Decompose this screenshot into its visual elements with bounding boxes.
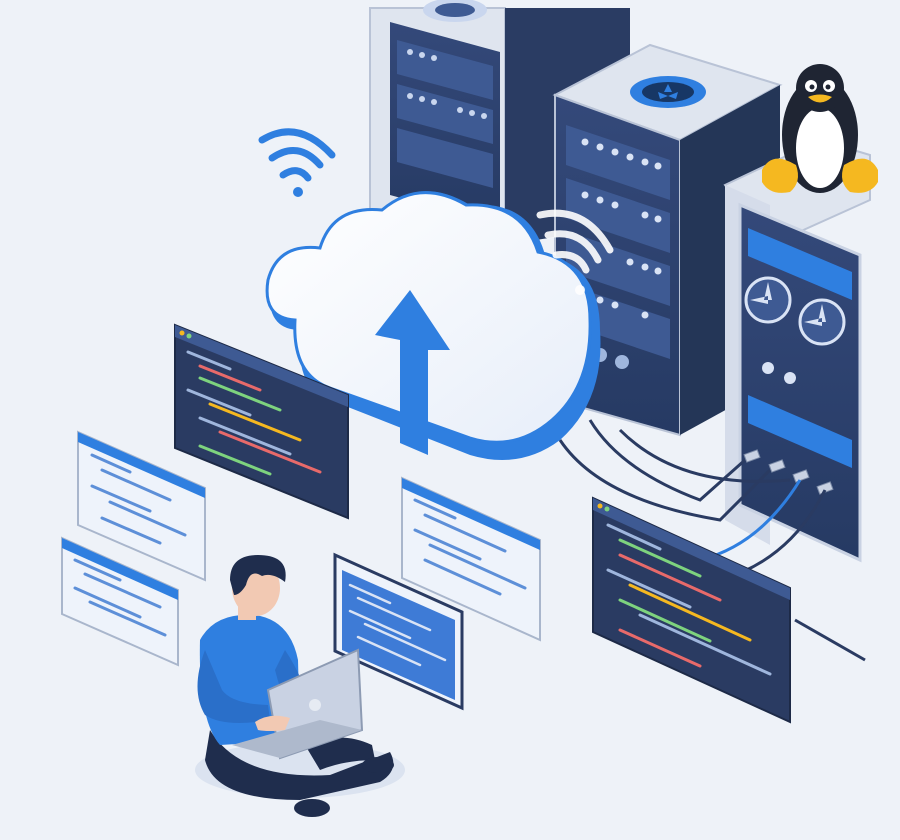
linux-penguin-icon: [762, 64, 878, 193]
cloud-upload-icon: [265, 191, 601, 460]
code-window-light: [401, 476, 541, 642]
code-window-light: [61, 536, 179, 667]
code-window-light: [77, 430, 206, 582]
code-window-dark: [592, 496, 791, 724]
wifi-icon: [536, 209, 614, 295]
wifi-icon: [258, 128, 336, 197]
server-fan-icon: [744, 276, 846, 346]
server-rack-right: [723, 138, 871, 563]
code-window-blue: [333, 552, 464, 711]
person-with-laptop: [195, 555, 405, 817]
code-window-dark: [174, 323, 349, 520]
server-fan-icon: [423, 0, 487, 22]
server-fan-icon: [630, 76, 706, 108]
laptop-icon: [232, 648, 364, 760]
